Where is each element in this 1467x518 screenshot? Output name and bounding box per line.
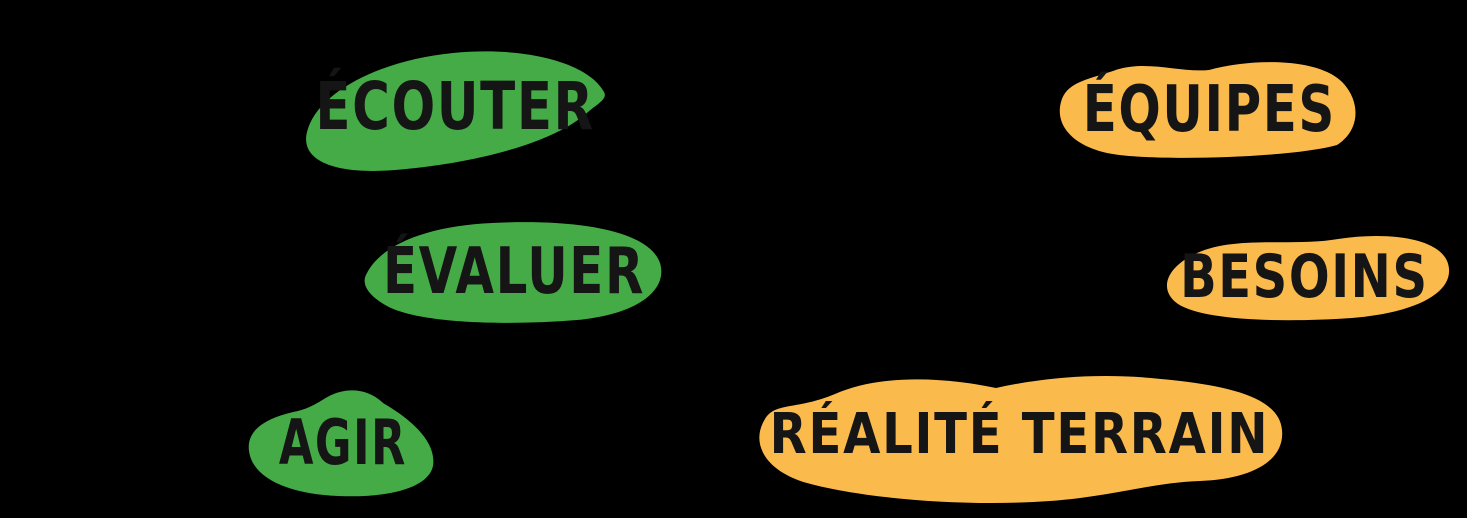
agir-blob-shape bbox=[248, 390, 434, 497]
besoins-blob-shape bbox=[1166, 235, 1450, 321]
realite-terrain-blob-shape bbox=[759, 375, 1283, 503]
equipes-label: ÉQUIPES bbox=[1082, 72, 1337, 147]
evaluer-blob bbox=[364, 222, 662, 323]
highlight-ecouter: ÉCOUTER bbox=[303, 48, 608, 172]
realite-terrain-blob bbox=[759, 375, 1283, 503]
besoins-label: BESOINS bbox=[1180, 241, 1429, 312]
equipes-blob bbox=[1059, 62, 1356, 158]
realite-terrain-label: RÉALITÉ TERRAIN bbox=[769, 401, 1269, 467]
ecouter-blob-shape bbox=[306, 51, 605, 171]
evaluer-blob-shape bbox=[364, 222, 662, 323]
evaluer-label: ÉVALUER bbox=[382, 234, 646, 309]
highlight-realite-terrain: RÉALITÉ TERRAIN bbox=[753, 372, 1285, 507]
agir-label: AGIR bbox=[278, 406, 407, 479]
ecouter-label: ÉCOUTER bbox=[315, 68, 596, 145]
besoins-blob bbox=[1166, 235, 1450, 321]
highlight-besoins: BESOINS bbox=[1157, 231, 1452, 322]
equipes-blob-shape bbox=[1059, 62, 1356, 158]
highlight-equipes: ÉQUIPES bbox=[1057, 57, 1362, 160]
ecouter-blob bbox=[306, 51, 605, 171]
agir-blob bbox=[248, 390, 434, 497]
highlight-agir: AGIR bbox=[246, 385, 439, 497]
highlight-evaluer: ÉVALUER bbox=[364, 219, 664, 324]
